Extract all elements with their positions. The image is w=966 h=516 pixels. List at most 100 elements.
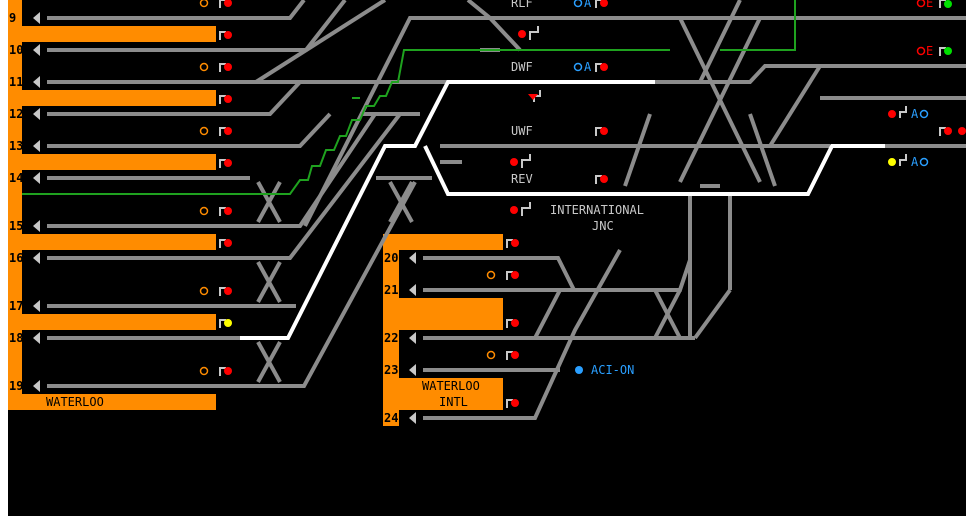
signal-orange-ring bbox=[486, 350, 496, 360]
signal-post bbox=[899, 154, 907, 166]
left-platform-islands bbox=[22, 26, 216, 410]
signal-post bbox=[595, 0, 602, 8]
signal-orange-ring bbox=[199, 62, 209, 72]
buffer-arrow bbox=[409, 252, 416, 264]
signal-red bbox=[958, 127, 966, 135]
signal-blue-ring bbox=[919, 157, 929, 167]
track-diagonal bbox=[254, 0, 387, 84]
signal-post bbox=[506, 271, 513, 280]
signal-green bbox=[944, 0, 952, 8]
track-road-15 bbox=[47, 112, 377, 228]
platform-numbers-left: 9 10 11 12 13 14 15 16 17 18 19 bbox=[9, 11, 23, 393]
signal-red bbox=[224, 287, 232, 295]
platform-island bbox=[22, 234, 216, 250]
platform-number-21: 21 bbox=[384, 283, 398, 297]
line-label-dwf: DWF bbox=[511, 60, 533, 74]
platform-number-16: 16 bbox=[9, 251, 23, 265]
platform-number-10: 10 bbox=[9, 43, 23, 57]
platform-number-19: 19 bbox=[9, 379, 23, 393]
signal-orange-ring bbox=[199, 206, 209, 216]
route-green-line bbox=[22, 49, 670, 195]
platform-number-18: 18 bbox=[9, 331, 23, 345]
signal-red bbox=[888, 110, 896, 118]
station-waterloo-intl-1: WATERLOO bbox=[422, 379, 480, 393]
ahb-a-indicator: A bbox=[584, 60, 592, 74]
platform-number-22: 22 bbox=[384, 331, 398, 345]
signal-blue-ring bbox=[573, 0, 583, 8]
buffer-arrow bbox=[33, 172, 40, 184]
aci-indicator-dot bbox=[575, 366, 583, 374]
track-diag bbox=[768, 64, 822, 148]
buffer-arrow bbox=[409, 284, 416, 296]
intl-platform-top bbox=[383, 234, 503, 250]
platform-number-17: 17 bbox=[9, 299, 23, 313]
signal-yellow bbox=[224, 319, 232, 327]
signal-post bbox=[219, 95, 226, 104]
buffer-arrow bbox=[409, 364, 416, 376]
signal-orange-ring bbox=[199, 286, 209, 296]
route-green-line bbox=[720, 0, 796, 51]
signal-post bbox=[939, 0, 946, 8]
platform-island bbox=[22, 314, 216, 330]
track-crossover bbox=[256, 181, 282, 223]
track-crossover bbox=[653, 289, 682, 339]
signal-red bbox=[224, 159, 232, 167]
signal-orange-ring bbox=[199, 0, 209, 8]
ahb-a-indicator: A bbox=[584, 0, 592, 10]
signal-post bbox=[595, 63, 602, 72]
buffer-arrow bbox=[33, 252, 40, 264]
signal-post bbox=[219, 319, 226, 328]
signal-red bbox=[224, 0, 232, 7]
track-diag bbox=[466, 0, 522, 52]
buffer-arrow bbox=[33, 108, 40, 120]
track-diag bbox=[693, 288, 732, 340]
intl-platform-middle bbox=[399, 298, 503, 330]
platform-island bbox=[22, 26, 216, 42]
signal-post bbox=[595, 175, 602, 184]
ahb-e-indicator: E bbox=[926, 0, 933, 10]
signal-red bbox=[224, 367, 232, 375]
buffer-arrow bbox=[33, 220, 40, 232]
track-road-13 bbox=[47, 112, 332, 148]
intl-platform-blocks bbox=[383, 234, 503, 426]
ahb-a-indicator: A bbox=[911, 107, 919, 121]
signal-post bbox=[506, 319, 513, 328]
track-crossover bbox=[388, 181, 414, 223]
signal-post bbox=[595, 127, 602, 136]
signal-red bbox=[511, 239, 519, 247]
track-road-20 bbox=[423, 256, 576, 291]
signal-red-arrow bbox=[528, 94, 538, 100]
signal-post bbox=[219, 31, 226, 40]
track-crossover bbox=[256, 261, 282, 303]
left-border bbox=[0, 0, 8, 516]
route-set-line bbox=[423, 144, 885, 196]
signal-post bbox=[219, 367, 226, 376]
signal-post bbox=[939, 47, 946, 56]
signal-blue-ring bbox=[919, 109, 929, 119]
signal-post bbox=[219, 207, 226, 216]
signal-red bbox=[510, 206, 518, 214]
station-waterloo-intl-2: INTL bbox=[439, 395, 468, 409]
buffer-arrow bbox=[33, 12, 40, 24]
line-label-rlf: RLF bbox=[511, 0, 533, 10]
international-jnc-label-2: JNC bbox=[592, 219, 614, 233]
track-road-21 bbox=[423, 259, 692, 292]
track-diag bbox=[533, 289, 562, 339]
signal-post bbox=[899, 106, 907, 118]
track-diag bbox=[748, 113, 777, 187]
signal-red bbox=[224, 207, 232, 215]
platform-number-11: 11 bbox=[9, 75, 23, 89]
platform-numbers-intl: 20 21 22 23 24 bbox=[384, 251, 398, 425]
platform-number-24: 24 bbox=[384, 411, 398, 425]
platform-island bbox=[22, 154, 216, 170]
signal-post bbox=[506, 351, 513, 360]
signal-post bbox=[521, 154, 531, 168]
buffer-arrow bbox=[33, 380, 40, 392]
signal-orange-ring bbox=[199, 366, 209, 376]
platform-number-15: 15 bbox=[9, 219, 23, 233]
signal-orange-ring bbox=[486, 270, 496, 280]
intl-platform-bottom bbox=[399, 378, 503, 410]
signal-red bbox=[600, 0, 608, 7]
signal-red bbox=[600, 175, 608, 183]
